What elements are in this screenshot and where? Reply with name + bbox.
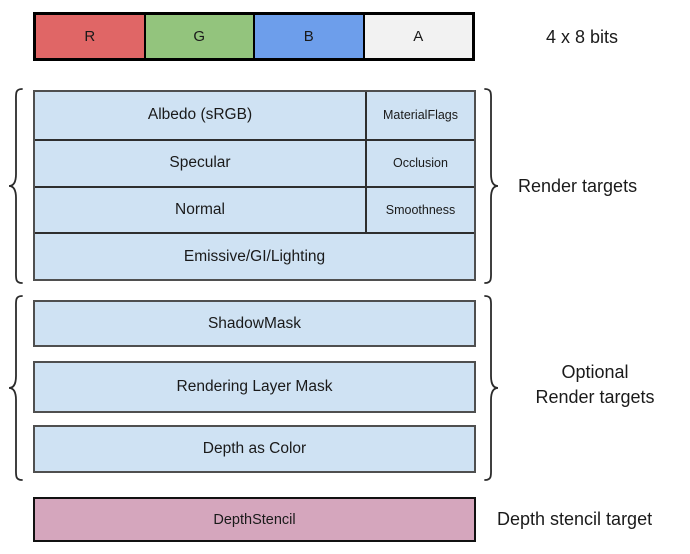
optional-box-depth-as-color: Depth as Color [33, 425, 476, 473]
optional-box-rendering-layer-mask: Rendering Layer Mask [33, 361, 476, 413]
optional-render-targets-label: Optional Render targets [500, 360, 690, 410]
channel-cell-a: A [364, 15, 472, 58]
rt-cell-occlusion: Occlusion [365, 138, 474, 186]
optional-label-line2: Render targets [535, 387, 655, 407]
render-targets-table: Albedo (sRGB) MaterialFlags Specular Occ… [33, 90, 476, 281]
left-brace-render-targets [8, 88, 23, 284]
channel-cell-r: R [36, 15, 146, 58]
channel-cell-b: B [255, 15, 365, 58]
depth-stencil-box: DepthStencil [33, 497, 476, 542]
optional-box-shadowmask: ShadowMask [33, 300, 476, 347]
right-brace-optional-targets [484, 295, 499, 481]
left-brace-optional-targets [8, 295, 23, 481]
channel-cell-g: G [145, 15, 255, 58]
optional-label-line1: Optional [561, 362, 629, 382]
render-targets-label: Render targets [518, 176, 638, 196]
rgba-channel-bar: R G B A [33, 12, 475, 61]
right-brace-render-targets [484, 88, 499, 284]
rt-cell-emissive: Emissive/GI/Lighting [35, 232, 474, 279]
rt-cell-smoothness: Smoothness [365, 185, 474, 233]
depth-stencil-label: Depth stencil target [497, 509, 653, 529]
rt-cell-normal: Normal [35, 185, 365, 233]
bits-caption: 4 x 8 bits [546, 27, 619, 47]
rt-cell-specular: Specular [35, 138, 365, 186]
rt-cell-albedo: Albedo (sRGB) [147, 106, 253, 124]
rt-cell-materialflags: MaterialFlags [365, 92, 474, 139]
